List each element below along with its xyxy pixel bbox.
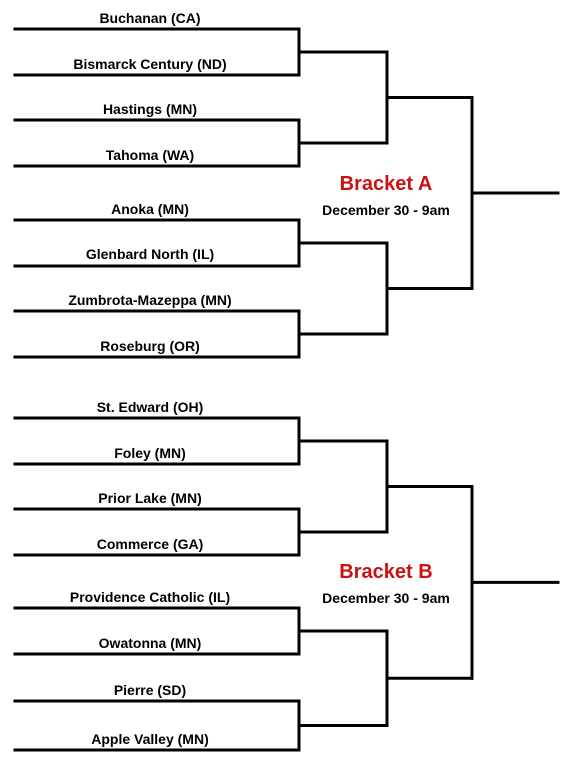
team-slot-b-4: Commerce (GA) <box>96 536 204 552</box>
bracket-a-lines <box>13 27 560 359</box>
team-slot-a-5: Anoka (MN) <box>111 201 189 217</box>
bracket-a-date: December 30 - 9am <box>322 202 450 218</box>
team-slot-a-7: Zumbrota-Mazeppa (MN) <box>68 292 232 308</box>
team-slot-b-3: Prior Lake (MN) <box>98 490 202 506</box>
bracket-b-date: December 30 - 9am <box>322 590 450 606</box>
team-slot-b-8: Apple Valley (MN) <box>91 731 209 747</box>
team-slot-b-7: Pierre (SD) <box>113 682 187 698</box>
bracket-a-title: Bracket A <box>339 173 433 195</box>
team-slot-b-1: St. Edward (OH) <box>96 399 204 415</box>
team-slot-a-4: Tahoma (WA) <box>105 147 195 163</box>
team-slot-a-1: Buchanan (CA) <box>99 10 201 26</box>
team-slot-a-8: Roseburg (OR) <box>100 338 200 354</box>
team-slot-b-6: Owatonna (MN) <box>98 635 202 651</box>
team-slot-a-2: Bismarck Century (ND) <box>73 56 227 72</box>
team-slot-a-3: Hastings (MN) <box>102 101 198 117</box>
bracket-b-lines <box>13 416 560 752</box>
team-slot-b-2: Foley (MN) <box>114 445 186 461</box>
team-slot-a-6: Glenbard North (IL) <box>85 246 215 262</box>
bracket-b-title: Bracket B <box>339 561 433 583</box>
team-slot-b-5: Providence Catholic (IL) <box>69 589 231 605</box>
